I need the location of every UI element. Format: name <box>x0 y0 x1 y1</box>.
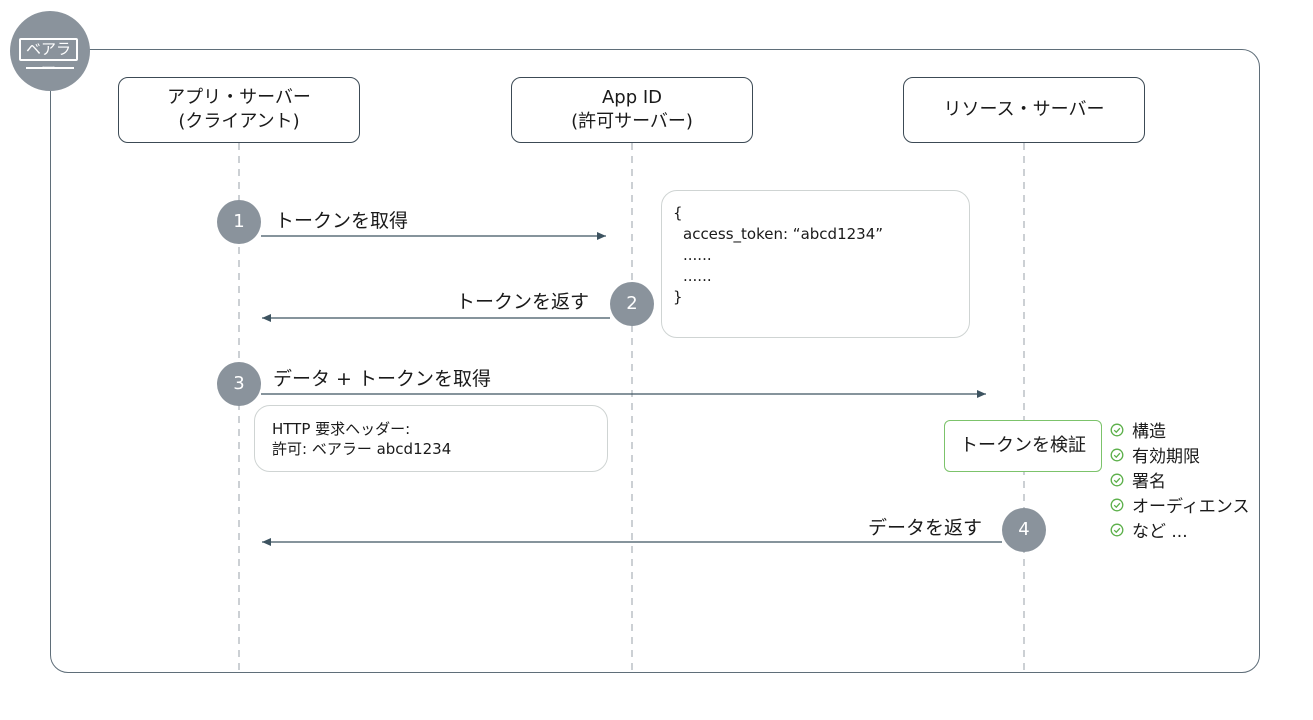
step-2-label: トークンを返す <box>456 291 590 313</box>
step-1-label: トークンを取得 <box>275 210 409 232</box>
check-item: 有効期限 <box>1110 442 1249 467</box>
check-item: 構造 <box>1110 417 1249 442</box>
token-line-open: { <box>673 204 683 222</box>
check-item: オーディエンス <box>1110 492 1249 517</box>
verification-checklist: 構造 有効期限 署名 オーディエンス など ... <box>1110 417 1249 542</box>
check-item-label: など ... <box>1132 522 1188 542</box>
token-line-ellipsis-1: ...... <box>683 246 712 264</box>
actor-resource-server-name: リソース・サーバー <box>943 99 1105 120</box>
diagram-frame <box>50 49 1260 673</box>
token-line-close: } <box>673 288 683 306</box>
actor-resource-server: リソース・サーバー <box>903 77 1145 143</box>
check-item-label: 署名 <box>1132 472 1166 492</box>
check-item: 署名 <box>1110 467 1249 492</box>
step-4-label: データを返す <box>868 517 983 539</box>
token-line-access-token: access_token: “abcd1234” <box>683 225 884 243</box>
check-item-label: 構造 <box>1132 422 1166 442</box>
actor-app-id-role: (許可サーバー) <box>571 111 693 132</box>
http-header-title: HTTP 要求ヘッダー: <box>272 420 411 438</box>
actor-app-server-name: アプリ・サーバー <box>167 87 311 108</box>
check-circle-icon <box>1110 498 1124 511</box>
step-2-circle: 2 <box>610 282 654 326</box>
check-item-label: 有効期限 <box>1132 447 1200 467</box>
bearer-badge: ベアラー <box>10 11 90 91</box>
check-circle-icon <box>1110 523 1124 536</box>
step-3-label: データ + トークンを取得 <box>273 368 491 390</box>
actor-app-server: アプリ・サーバー (クライアント) <box>118 77 360 143</box>
check-item: など ... <box>1110 517 1249 542</box>
check-circle-icon <box>1110 473 1124 486</box>
check-circle-icon <box>1110 448 1124 461</box>
step-1-circle: 1 <box>217 200 261 244</box>
step-4-circle: 4 <box>1002 508 1046 552</box>
token-response-box: { access_token: “abcd1234” ...... ......… <box>661 190 970 338</box>
actor-app-id: App ID (許可サーバー) <box>511 77 753 143</box>
token-line-ellipsis-2: ...... <box>683 267 712 285</box>
actor-app-id-name: App ID <box>601 87 663 108</box>
bearer-badge-underline <box>26 67 74 69</box>
check-circle-icon <box>1110 423 1124 436</box>
actor-app-server-role: (クライアント) <box>178 111 300 132</box>
http-header-auth: 許可: ベアラー abcd1234 <box>272 440 452 458</box>
step-3-circle: 3 <box>217 362 261 406</box>
bearer-badge-label: ベアラー <box>19 38 78 77</box>
check-item-label: オーディエンス <box>1132 497 1250 517</box>
http-header-box: HTTP 要求ヘッダー: 許可: ベアラー abcd1234 <box>254 405 608 472</box>
verify-token-box: トークンを検証 <box>944 420 1102 472</box>
